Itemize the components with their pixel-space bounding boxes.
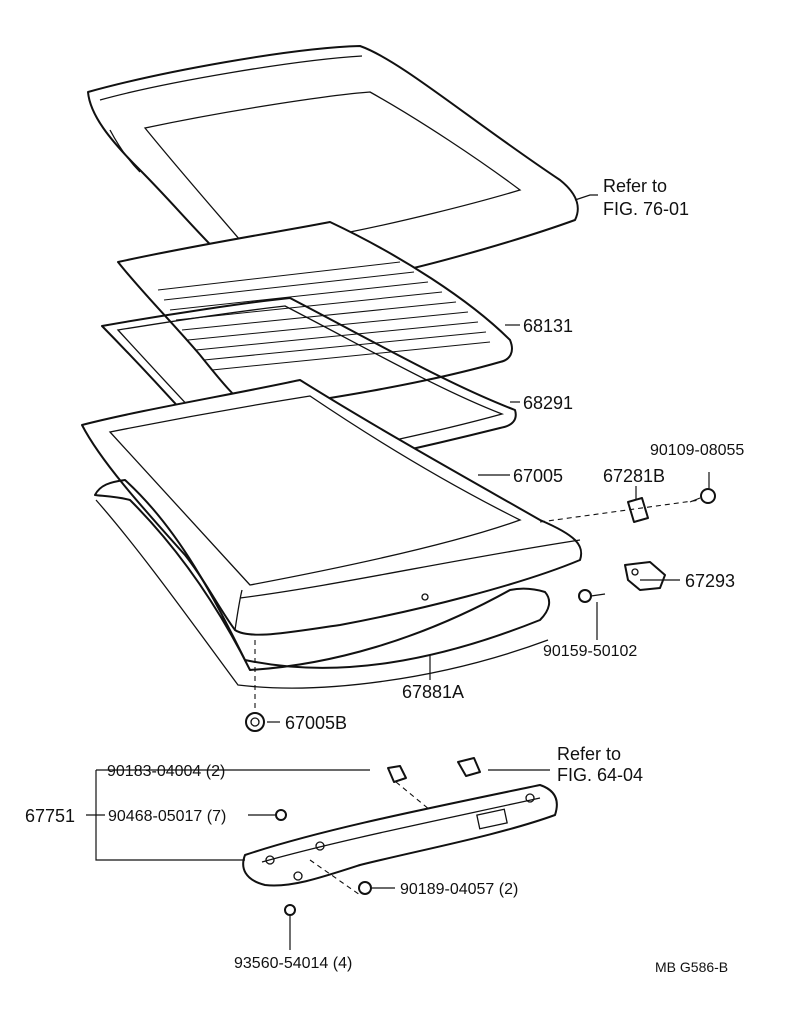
label-diagram-code: MB G586-B	[655, 959, 728, 975]
screw-90468-05017	[275, 809, 287, 821]
label-67751: 67751	[25, 806, 75, 826]
label-90189-04057: 90189-04057 (2)	[400, 881, 518, 898]
label-68131: 68131	[523, 316, 573, 336]
label-90468-05017: 90468-05017 (7)	[108, 808, 226, 825]
label-67005B: 67005B	[285, 713, 347, 733]
drip-rail-67881A	[94, 479, 551, 689]
handle-67293	[624, 561, 666, 591]
label-67281B: 67281B	[603, 466, 665, 486]
label-67293: 67293	[685, 571, 735, 591]
screw-90109-08055	[689, 488, 716, 504]
label-90183-04004: 90183-04004 (2)	[107, 763, 225, 780]
part-labels: Refer to FIG. 76-01 68131 68291 67005 67…	[25, 176, 744, 975]
label-67881A: 67881A	[402, 682, 464, 702]
sunroof-frame-67005	[81, 379, 583, 636]
screw-93560-54014	[284, 904, 296, 935]
handle-cover-67751	[242, 784, 558, 887]
clip-90189-04057	[358, 881, 372, 895]
hinge-bracket	[457, 757, 481, 777]
bracket-67281B	[627, 497, 649, 523]
label-67005: 67005	[513, 466, 563, 486]
label-90109-08055: 90109-08055	[650, 442, 744, 459]
leader-lines	[86, 194, 710, 950]
label-refer-top-2: FIG. 76-01	[603, 199, 689, 219]
label-refer-bot-2: FIG. 64-04	[557, 765, 643, 785]
clip-67005B	[245, 712, 265, 732]
label-93560-54014: 93560-54014 (4)	[234, 955, 352, 972]
screw-90159-50102	[578, 589, 606, 603]
label-refer-top-1: Refer to	[603, 176, 667, 196]
label-90159-50102: 90159-50102	[543, 643, 637, 660]
label-68291: 68291	[523, 393, 573, 413]
clip-90183-04004	[387, 765, 407, 783]
label-refer-bot-1: Refer to	[557, 744, 621, 764]
